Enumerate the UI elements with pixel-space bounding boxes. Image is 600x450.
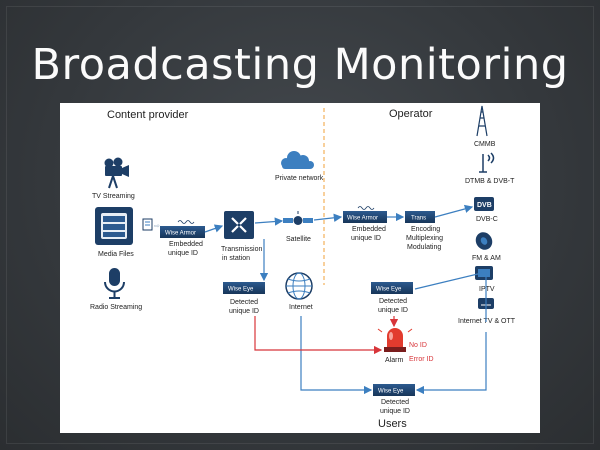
embedded-label-left-2: unique ID bbox=[168, 250, 198, 257]
encoding-label-3: Modulating bbox=[407, 244, 441, 251]
wise-eye-label-left: Wise Eye bbox=[228, 287, 254, 293]
embedded-label-right-1: Embedded bbox=[352, 226, 386, 233]
wise-eye-device-bottom bbox=[373, 384, 415, 396]
film-reel-icon bbox=[95, 207, 133, 245]
cloud-icon bbox=[281, 151, 314, 169]
source-radio-streaming: Radio Streaming bbox=[90, 304, 142, 311]
satellite-label: Satellite bbox=[286, 236, 311, 243]
output-dtmb-dvbt: DTMB & DVB-T bbox=[465, 178, 515, 185]
wise-eye-label-bottom: Wise Eye bbox=[378, 389, 404, 395]
embedded-label-left-1: Embedded bbox=[169, 241, 203, 248]
no-id-label: No ID bbox=[409, 342, 427, 349]
flow-connectors bbox=[204, 204, 487, 395]
signal-waves-icon bbox=[177, 220, 195, 224]
internet-label: Internet bbox=[289, 304, 313, 311]
transmission-label-2: in station bbox=[222, 255, 250, 262]
svg-text:⇨: ⇨ bbox=[154, 223, 160, 230]
encoding-label-2: Multiplexing bbox=[406, 235, 443, 242]
source-tv-streaming: TV Streaming bbox=[92, 193, 135, 200]
detected-label-bottom-1: Detected bbox=[381, 399, 409, 406]
output-fm-am: FM & AM bbox=[472, 255, 501, 262]
alarm-icon bbox=[377, 328, 413, 352]
satellite-icon bbox=[283, 211, 313, 225]
antenna-icon bbox=[479, 152, 495, 173]
wise-eye-label-right: Wise Eye bbox=[376, 287, 402, 293]
transmission-label-1: Transmission bbox=[221, 246, 262, 253]
broadcast-diagram: Content provider Operator Users TV Strea… bbox=[90, 105, 516, 430]
error-id-label: Error ID bbox=[409, 356, 434, 363]
tower-icon bbox=[476, 105, 488, 137]
source-media-files: Media Files bbox=[98, 251, 134, 258]
section-users: Users bbox=[378, 418, 407, 430]
wise-armor-device-left bbox=[160, 226, 205, 238]
dvb-icon bbox=[474, 197, 494, 211]
detected-label-left-1: Detected bbox=[230, 299, 258, 306]
tv-camera-icon bbox=[104, 157, 129, 189]
dish-icon bbox=[475, 232, 493, 250]
output-dvbc: DVB-C bbox=[476, 216, 498, 223]
trans-device bbox=[405, 211, 435, 223]
detected-label-right-1: Detected bbox=[379, 298, 407, 305]
section-operator: Operator bbox=[389, 108, 433, 120]
encoding-label-1: Encoding bbox=[411, 226, 440, 233]
signal-waves-icon bbox=[357, 206, 375, 210]
trans-label: Trans bbox=[411, 216, 426, 222]
alarm-connectors bbox=[254, 316, 399, 355]
alarm-label: Alarm bbox=[385, 357, 403, 364]
transmission-station-icon bbox=[224, 211, 254, 239]
output-cmmb: CMMB bbox=[474, 141, 496, 148]
dvb-badge-text: DVB bbox=[477, 202, 492, 209]
detected-label-bottom-2: unique ID bbox=[380, 408, 410, 415]
wise-armor-label-left: Wise Armor bbox=[165, 231, 196, 237]
wise-eye-device-right bbox=[371, 282, 413, 294]
wise-armor-device-right bbox=[343, 211, 387, 223]
slide-border bbox=[6, 6, 594, 444]
private-network-label: Private network bbox=[275, 175, 324, 182]
wise-armor-label-right: Wise Armor bbox=[347, 216, 378, 222]
diagram-panel: Content provider Operator Users TV Strea… bbox=[60, 103, 540, 433]
output-internet-tv-ott: Internet TV & OTT bbox=[458, 318, 516, 325]
slide-title: Broadcasting Monitoring bbox=[31, 40, 569, 90]
section-content-provider: Content provider bbox=[107, 109, 189, 121]
document-icon: ⇨ bbox=[142, 218, 160, 231]
microphone-icon bbox=[104, 268, 125, 299]
wise-eye-device-left bbox=[223, 282, 265, 294]
output-iptv: IPTV bbox=[479, 286, 495, 293]
embedded-label-right-2: unique ID bbox=[351, 235, 381, 242]
detected-label-right-2: unique ID bbox=[378, 307, 408, 314]
globe-icon bbox=[285, 272, 313, 300]
detected-label-left-2: unique ID bbox=[229, 308, 259, 315]
